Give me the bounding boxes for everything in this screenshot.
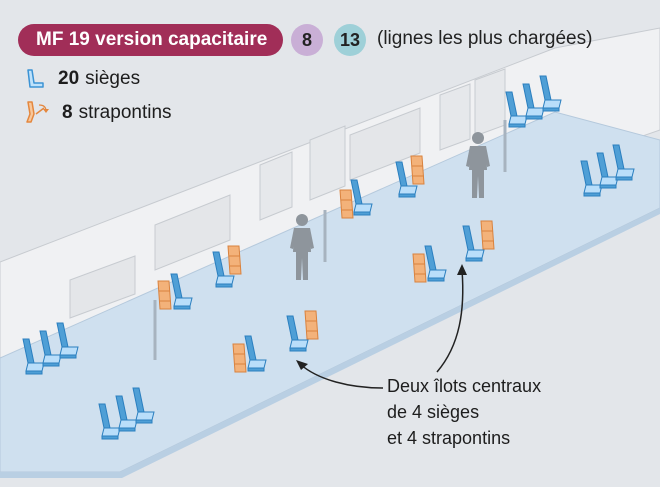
folding-seat-icon xyxy=(232,343,247,373)
seat-icon xyxy=(27,69,44,88)
folding-seat-icon xyxy=(410,155,425,185)
callout-line: et 4 strapontins xyxy=(387,428,511,448)
callout-line: de 4 sièges xyxy=(387,402,480,422)
line-13-badge: 13 xyxy=(334,24,366,56)
line-8-badge: 8 xyxy=(291,24,323,56)
callout-line: Deux îlots centraux xyxy=(387,376,542,396)
legend-folding-seats: 8 strapontins xyxy=(24,100,172,126)
arrow-icon xyxy=(296,264,467,389)
folding-label: strapontins xyxy=(78,102,172,123)
legend-seats: 20 sièges xyxy=(24,66,140,92)
folding-count: 8 xyxy=(62,102,73,123)
central-islands-callout: Deux îlots centraux de 4 sièges et 4 str… xyxy=(387,373,541,451)
lines-note: (lignes les plus chargées) xyxy=(377,28,593,49)
folding-seat-icon xyxy=(157,280,172,310)
page-title: MF 19 version capacitaire xyxy=(18,24,284,56)
seats-count: 20 xyxy=(58,68,80,89)
folding-seat-icon xyxy=(480,220,495,250)
seats-label: sièges xyxy=(85,68,141,89)
folding-seat-icon xyxy=(227,245,242,275)
folding-seat-icon xyxy=(304,310,319,340)
folding-seat-icon xyxy=(339,189,354,219)
folding-seat-icon xyxy=(412,253,427,283)
folding-seat-icon xyxy=(26,101,49,123)
